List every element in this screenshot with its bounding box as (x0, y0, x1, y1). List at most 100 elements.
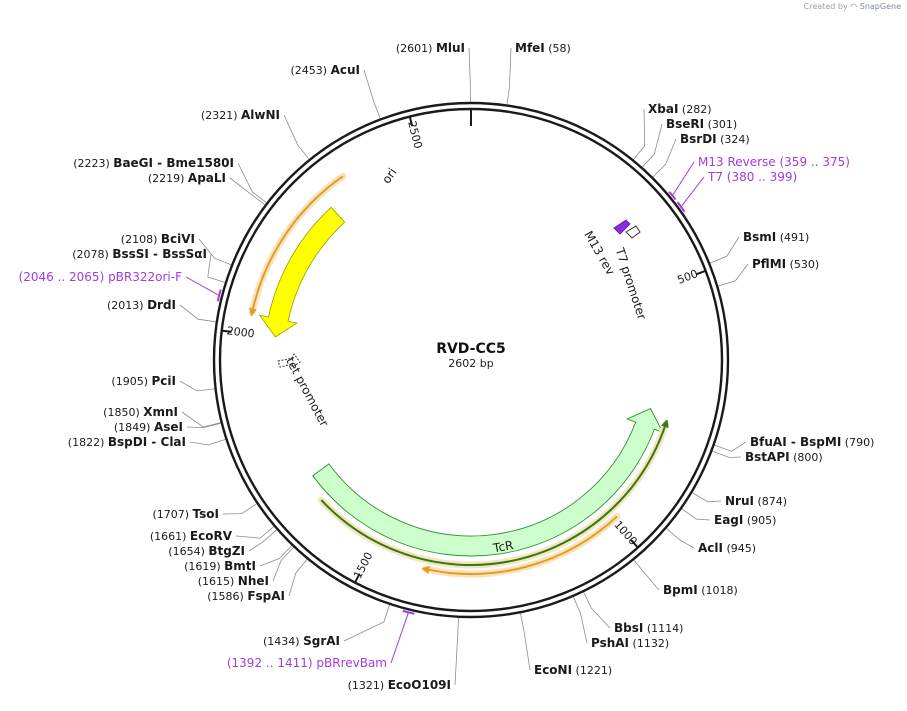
map-center: RVD-CC5 2602 bp (436, 341, 506, 370)
enzyme-position: (1707) (152, 508, 192, 521)
enzyme-leader-bstapi (712, 450, 742, 458)
enzyme-leader-econi (520, 613, 531, 671)
enzyme-position: (1114) (643, 622, 683, 635)
primer-label-m13rev: M13 Reverse (359 .. 375) (698, 155, 850, 169)
credit-prefix: Created by (803, 2, 848, 11)
enzyme-name: FspAI (247, 589, 285, 603)
enzyme-position: (1434) (263, 635, 303, 648)
enzyme-leader-acli (666, 528, 695, 549)
enzyme-leader-bsrdi (652, 138, 677, 178)
enzyme-position: (2219) (148, 172, 188, 185)
enzyme-position: (2108) (121, 233, 161, 246)
enzyme-leader-bpmi (633, 559, 660, 591)
ruler-tick-label: 500 (676, 267, 700, 287)
primer-range: (1392 .. 1411) (227, 656, 317, 670)
enzyme-name: BfuAI (750, 435, 787, 449)
enzyme-name: PflMI (752, 257, 786, 271)
enzyme-label-xbai: XbaI (282) (648, 102, 711, 116)
enzyme-position: (2601) (396, 42, 436, 55)
primer-bar-pbrrevbam (402, 609, 415, 615)
m13-rev-label: M13 rev (581, 228, 617, 277)
primer-leader-pbr322ori (185, 276, 220, 296)
enzyme-position: (874) (754, 495, 787, 508)
enzyme-label-baegi: (2223) BaeGI - Bme1580I (73, 156, 234, 170)
enzyme-leader-btgzi (248, 529, 278, 552)
enzyme-label-drdi: (2013) DrdI (107, 298, 176, 312)
enzyme-position: (2321) (201, 109, 241, 122)
enzyme-position: (1850) (103, 406, 143, 419)
enzyme-name: AlwNI (241, 108, 280, 122)
enzyme-position: (800) (790, 451, 823, 464)
enzyme-name: AclI (698, 541, 723, 555)
primer-bar-pbr322ori (216, 289, 222, 302)
tet-promoter-label: tet promoter (283, 355, 331, 429)
enzyme-leader-fspai (288, 559, 308, 597)
enzyme-position: (945) (723, 542, 756, 555)
enzyme-label-acli: AclI (945) (698, 541, 756, 555)
enzyme-label-bsmi: BsmI (491) (743, 230, 809, 244)
enzyme-label-ecorv: (1661) EcoRV (150, 529, 233, 543)
enzyme-name: EcoNI (534, 663, 572, 677)
enzyme-position: (1221) (572, 664, 612, 677)
enzyme-label-acui: (2453) AcuI (291, 63, 361, 77)
enzyme-position: (282) (678, 103, 711, 116)
orf-arrow (421, 515, 618, 575)
enzyme-leader-baegi (237, 162, 267, 204)
enzyme-leader-apali (229, 177, 266, 206)
enzyme-position: (1132) (629, 637, 669, 650)
enzyme-label-bmti: (1619) BmtI (184, 559, 256, 573)
enzyme-label-eagi: EagI (905) (714, 513, 776, 527)
enzyme-name: AcuI (331, 63, 360, 77)
enzyme-label-bfuai: BfuAI - BspMI (790) (750, 435, 874, 449)
primer-range: (2046 .. 2065) (19, 270, 109, 284)
enzyme-label-pflmi: PflMI (530) (752, 257, 819, 271)
orf-arrow (249, 175, 344, 317)
primer-leader-t7 (680, 176, 705, 208)
enzyme-name: BsmI (743, 230, 776, 244)
enzyme-label-apali: (2219) ApaLI (148, 171, 226, 185)
enzyme-label-tsoi: (1707) TsoI (152, 507, 219, 521)
enzyme-isoschizomer: - Bme1580I (153, 156, 234, 170)
enzyme-leader-bfuai (714, 441, 747, 452)
ruler-tick-label: 1500 (351, 550, 375, 581)
primer-range: (359 .. 375) (776, 155, 850, 169)
enzyme-label-xmni: (1850) XmnI (103, 405, 178, 419)
ruler-tick (630, 539, 639, 549)
t7-promoter-label: T7 promoter (612, 245, 649, 321)
enzyme-label-pcii: (1905) PciI (111, 374, 176, 388)
enzyme-name: DrdI (147, 298, 176, 312)
enzyme-name: PciI (152, 374, 177, 388)
enzyme-name: AseI (154, 420, 183, 434)
enzyme-label-bseri: BseRI (301) (666, 117, 737, 131)
primer-label-t7: T7 (380 .. 399) (707, 170, 797, 184)
ruler-tick (354, 573, 361, 584)
m13-rev-feature-arrow (613, 219, 631, 235)
enzyme-name: BspDI (108, 435, 147, 449)
primer-leader-pbrrevbam (390, 612, 409, 664)
enzyme-leader-eco0109i (454, 617, 459, 686)
enzyme-position: (58) (545, 42, 571, 55)
enzyme-leader-bbsi (583, 591, 611, 629)
primer-name: pBRrevBam (316, 656, 387, 670)
enzyme-leader-bcivi (198, 238, 232, 266)
enzyme-name: EcoO109I (388, 678, 451, 692)
primer-leader-m13rev (671, 161, 695, 196)
enzyme-isoschizomer: - BssSαI (149, 247, 207, 261)
enzyme-label-bstapi: BstAPI (800) (745, 450, 823, 464)
enzyme-leader-xmni (181, 411, 221, 428)
enzyme-name: BseRI (666, 117, 704, 131)
enzyme-label-btgzi: (1654) BtgZI (168, 544, 245, 558)
plasmid-length: 2602 bp (448, 357, 493, 370)
ruler-tick-label: 2000 (226, 324, 255, 340)
enzyme-name: EagI (714, 513, 743, 527)
enzyme-name: MluI (436, 41, 465, 55)
enzyme-position: (2223) (73, 157, 113, 170)
enzyme-label-mlui: (2601) MluI (396, 41, 465, 55)
enzyme-leader-mlui (468, 47, 471, 103)
ori-label: ori (379, 165, 399, 186)
enzyme-position: (905) (743, 514, 776, 527)
enzyme-label-fspai: (1586) FspAI (207, 589, 285, 603)
enzyme-position: (530) (786, 258, 819, 271)
primer-name: M13 Reverse (698, 155, 776, 169)
enzyme-leader-pflmi (718, 263, 749, 287)
